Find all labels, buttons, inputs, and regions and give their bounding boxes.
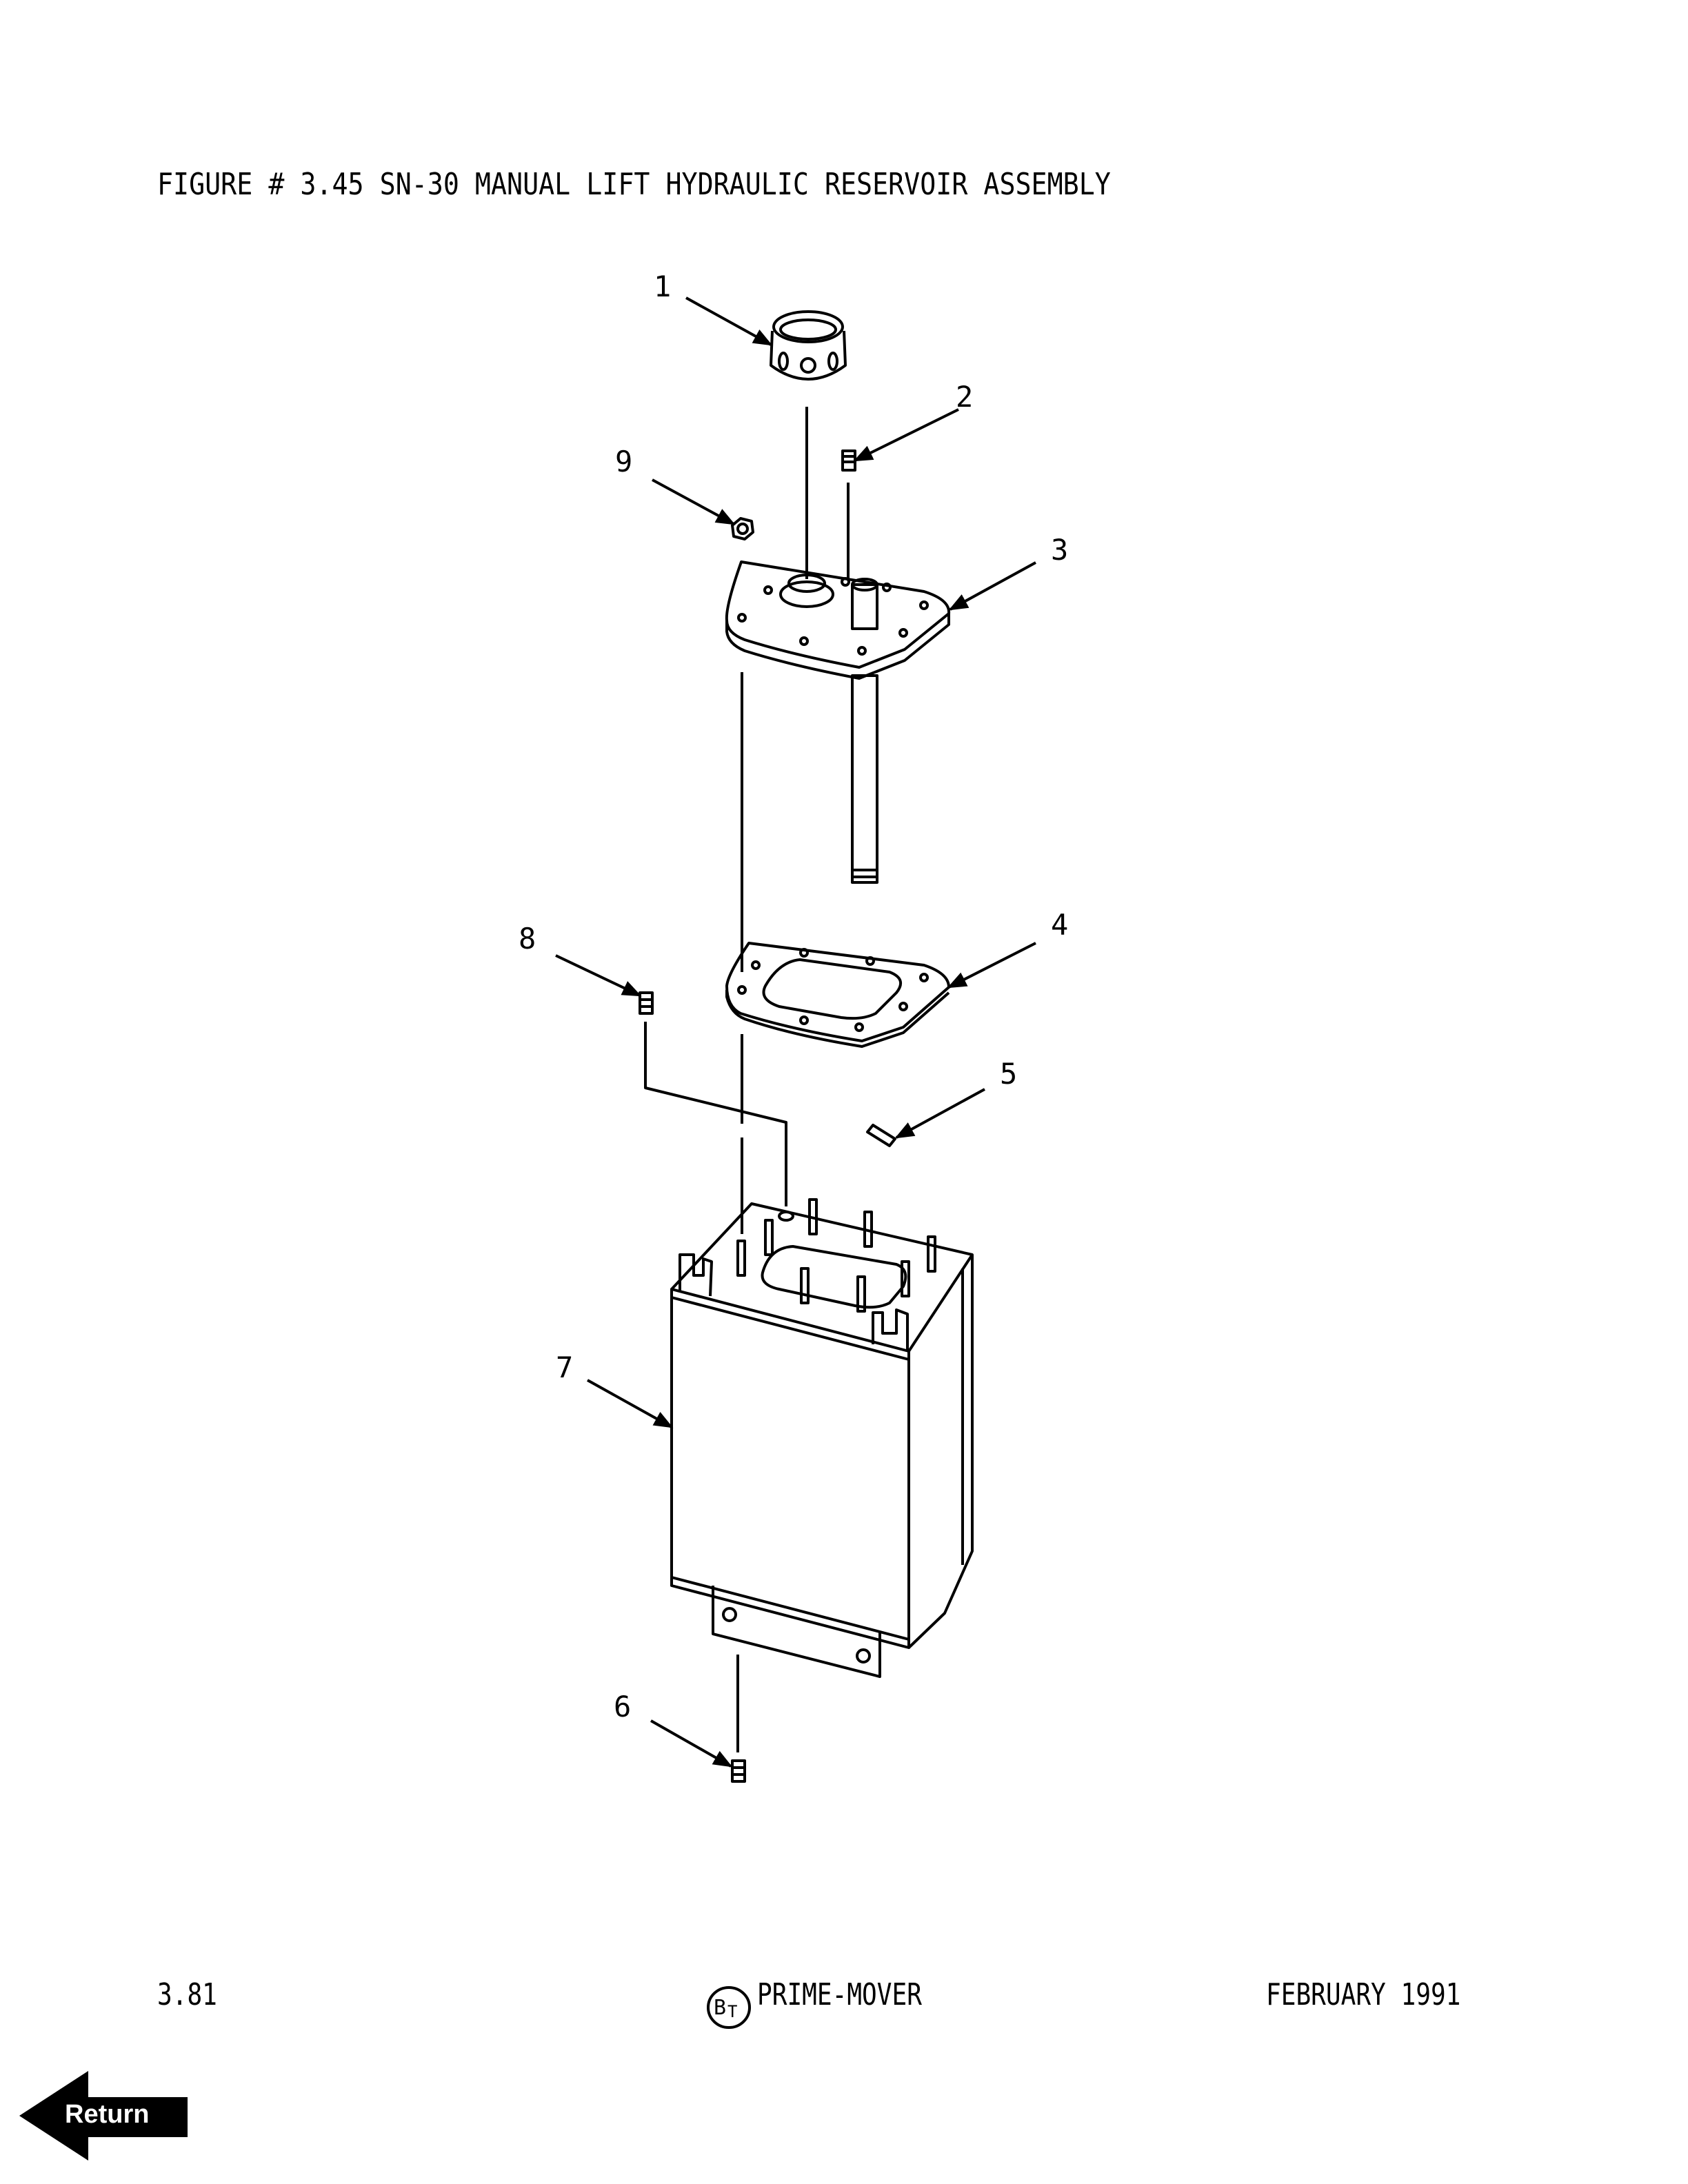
bt-logo-icon: B T: [707, 1986, 751, 2029]
callout-1: 1: [654, 270, 671, 303]
part-4-gasket: [725, 942, 950, 1048]
callout-7: 7: [556, 1351, 573, 1384]
leader-lines: [555, 296, 1036, 1768]
callout-8: 8: [519, 922, 536, 956]
callout-2: 2: [956, 380, 973, 414]
return-label: Return: [65, 2100, 150, 2129]
callout-9: 9: [615, 445, 632, 478]
brand-name: PRIME-MOVER: [757, 1977, 922, 2012]
callout-3: 3: [1051, 533, 1068, 567]
left-arrow-icon: [19, 2071, 188, 2161]
page-number: 3.81: [157, 1977, 217, 2012]
svg-text:T: T: [727, 2002, 737, 2021]
assembly-centerlines: [644, 407, 850, 1752]
figure-title: FIGURE # 3.45 SN-30 MANUAL LIFT HYDRAULI…: [157, 167, 1111, 202]
publication-date: FEBRUARY 1991: [1266, 1977, 1461, 2012]
part-3-cover-plate: [725, 560, 951, 884]
tank-studs: [736, 1198, 936, 1313]
part-2-screw: [841, 449, 856, 472]
part-5-pin: [866, 1124, 896, 1147]
callout-6: 6: [614, 1690, 631, 1723]
part-8-screw: [639, 991, 654, 1015]
part-7-reservoir-tank: [670, 1198, 974, 1678]
part-9-nut: [731, 517, 754, 540]
svg-text:B: B: [714, 1996, 726, 2020]
part-1-filler-cap: [770, 310, 847, 381]
callout-5: 5: [1000, 1057, 1017, 1091]
callout-4: 4: [1051, 908, 1068, 942]
part-6-screw: [731, 1759, 746, 1783]
return-button[interactable]: Return: [19, 2071, 192, 2161]
